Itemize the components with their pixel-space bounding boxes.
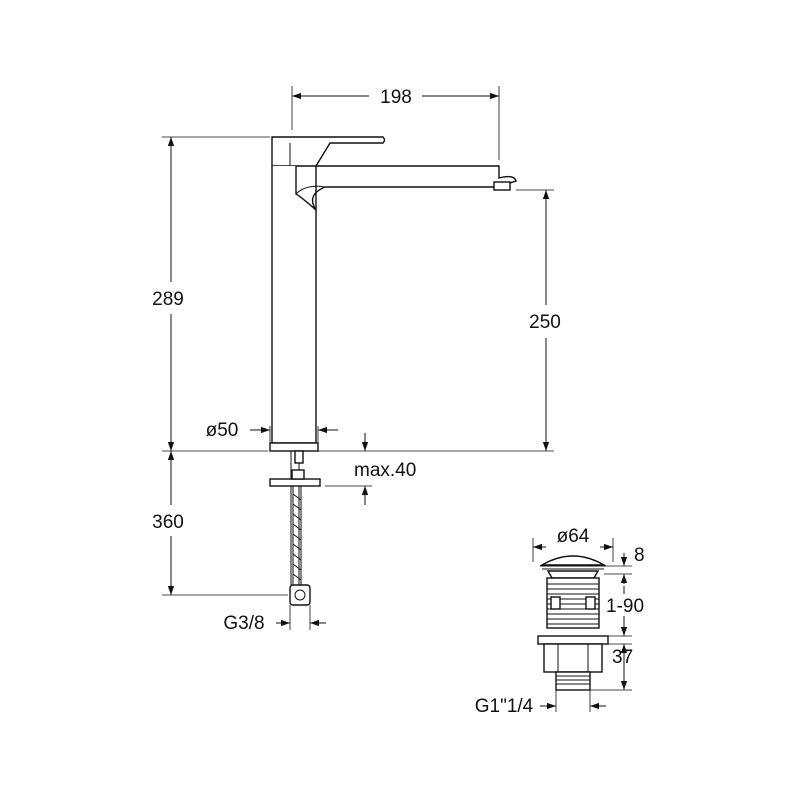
dim-plug-diameter: ø64 (557, 526, 590, 547)
dim-spout-reach: 198 (380, 87, 412, 108)
dim-thread: G1"1/4 (475, 696, 534, 717)
dim-total-height: 289 (152, 289, 184, 310)
dim-hose-connection: G3/8 (223, 613, 264, 634)
dim-body-diameter: ø50 (206, 420, 239, 441)
spout-underside (295, 185, 326, 195)
waste-tail (555, 671, 591, 691)
faucet-dimensions: 198 289 250 ø50 max.40 360 G3/ (152, 86, 561, 634)
dim-max-deck: max.40 (354, 460, 416, 481)
waste-thread-lines (547, 583, 599, 625)
waste-flange (546, 570, 600, 579)
connector-nut-circle (294, 589, 306, 601)
waste-slot-right (585, 596, 596, 610)
fixing-plate (269, 478, 321, 487)
waste-tail-thread (556, 675, 590, 685)
dim-spout-height: 250 (529, 312, 561, 333)
dim-body-height: 37 (612, 647, 633, 668)
faucet-lever (271, 136, 386, 167)
faucet-drawing (269, 136, 517, 606)
fixing-nut (291, 469, 305, 480)
faucet-body (271, 166, 317, 444)
dim-adjust-range: 1-90 (606, 596, 644, 617)
waste-slot-left (550, 596, 561, 610)
waste-cap (539, 555, 607, 566)
waste-nut (543, 643, 603, 673)
dim-plug-height: 8 (634, 545, 645, 566)
faucet-spout (311, 165, 517, 213)
waste-drawing (537, 555, 609, 691)
faucet-base (269, 442, 319, 452)
waste-washer (537, 635, 609, 645)
braided-hose (292, 486, 302, 585)
aerator (493, 181, 511, 191)
waste-dimensions: ø64 8 1-90 37 G1"1/4 (475, 526, 645, 717)
threaded-stud (294, 450, 304, 464)
hose-connector (289, 584, 311, 606)
dim-hose-length: 360 (152, 512, 184, 533)
